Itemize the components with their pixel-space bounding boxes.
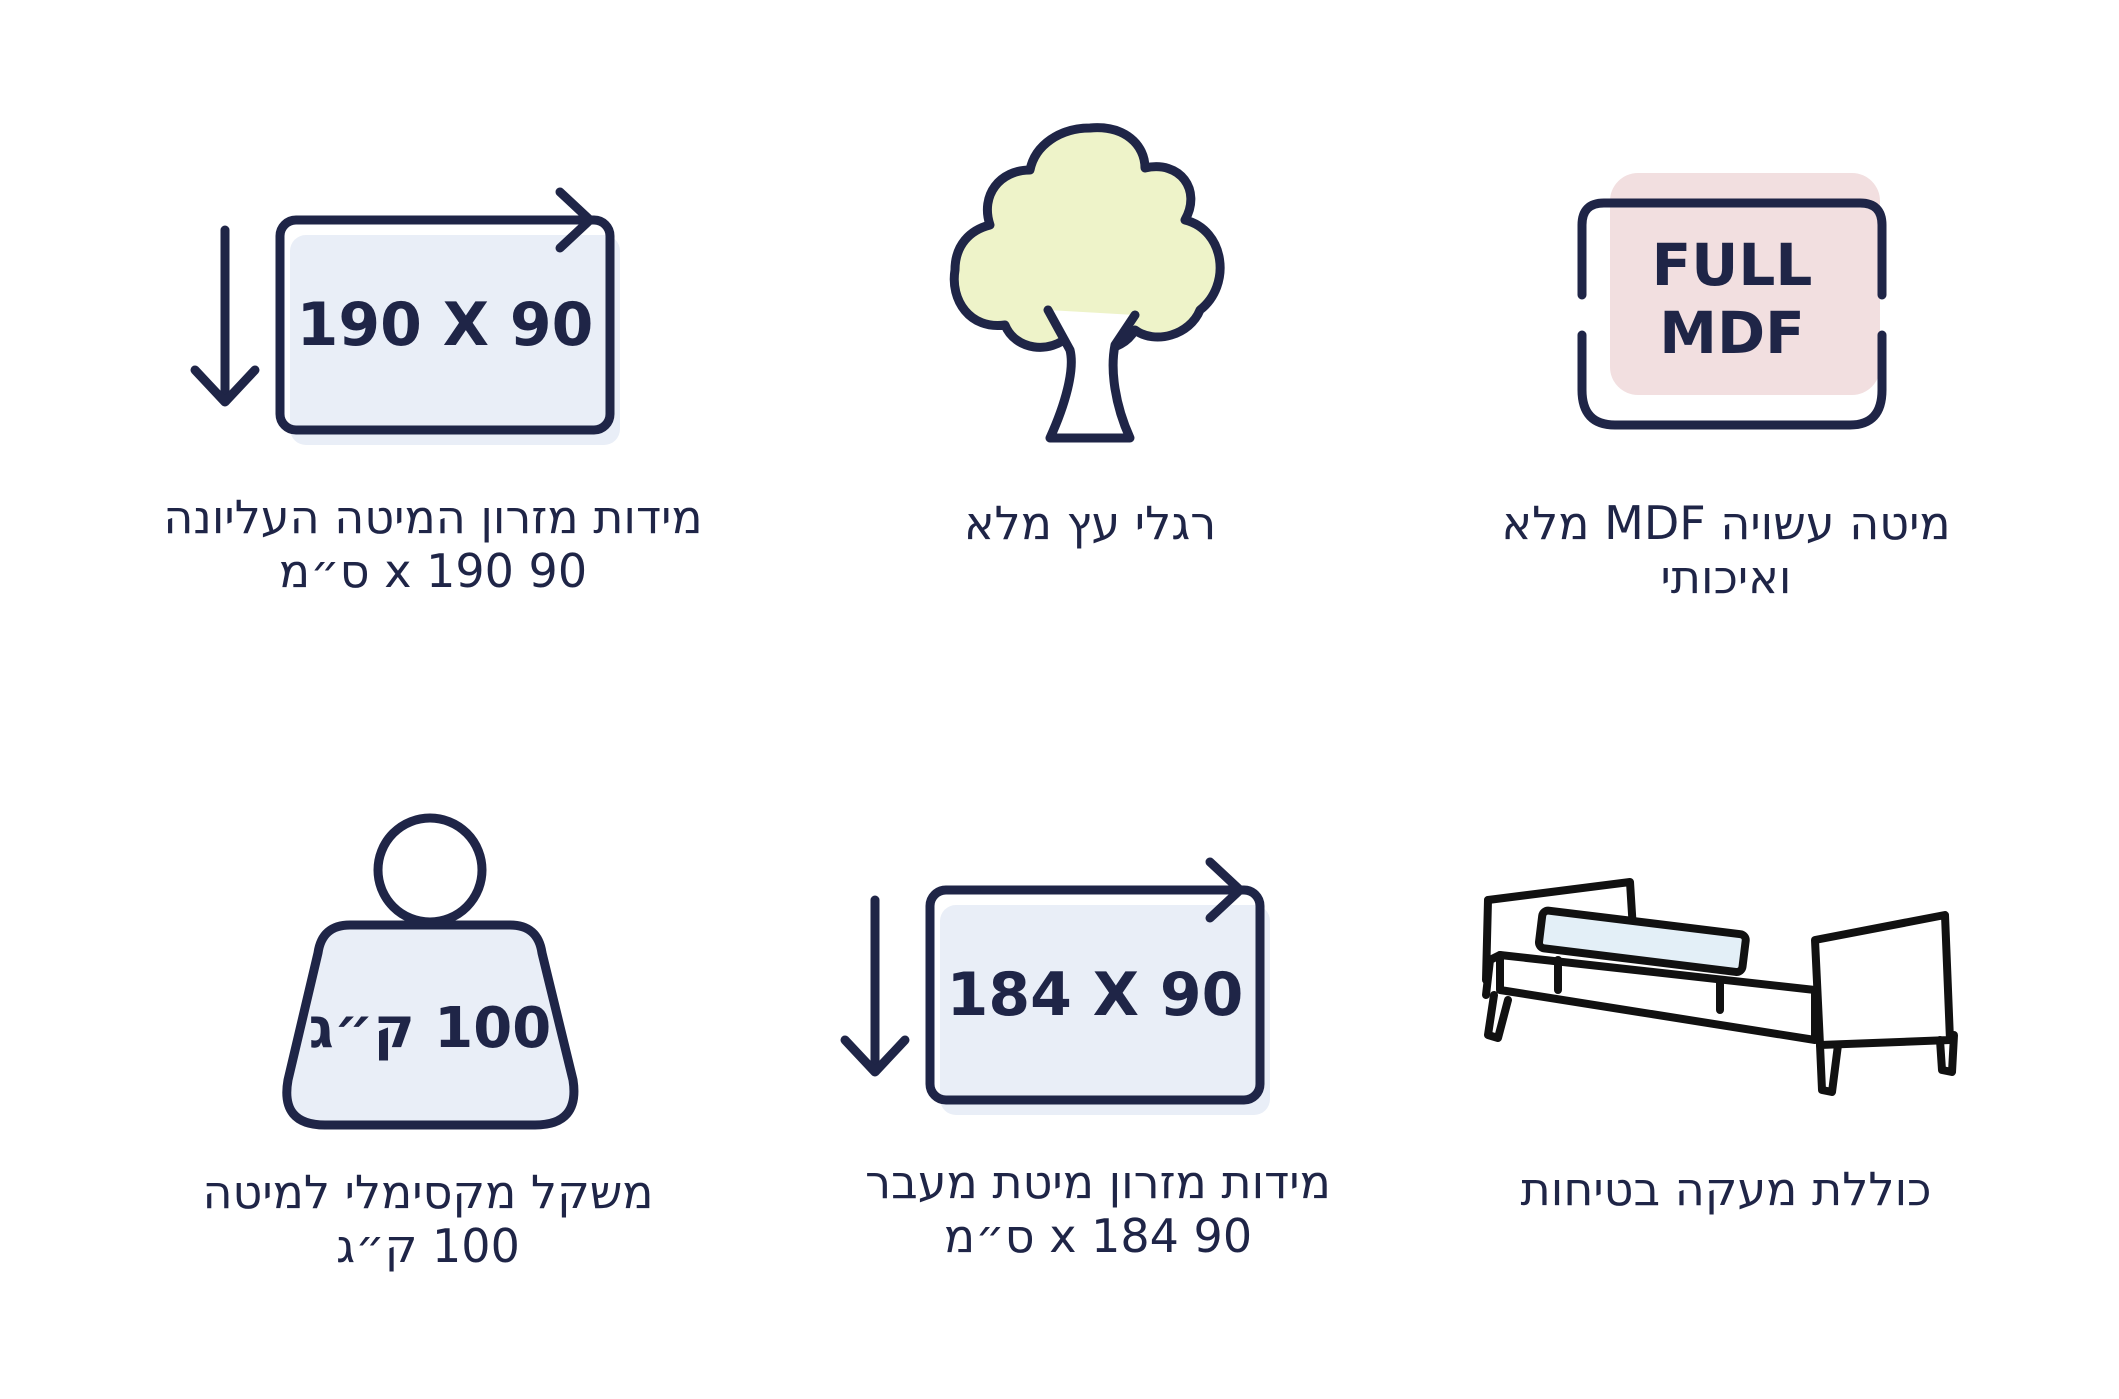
mattress-size-label: 184 X 90 [947, 960, 1244, 1030]
caption-rail-line1: כוללת מעקה בטיחות [1520, 1162, 1932, 1216]
caption-weight-line1: משקל מקסימלי למיטה [202, 1165, 654, 1219]
mdf-label-mdf: MDF [1659, 299, 1804, 367]
mattress-size-icon: 184 X 90 [840, 857, 1270, 1115]
caption-tree: רגלי עץ מלא [740, 496, 1440, 550]
mdf-label-full: FULL [1652, 231, 1813, 299]
caption-upper-mattress-line2: 90 x 190 ס״מ [278, 544, 588, 598]
caption-weight: משקל מקסימלי למיטה 100 ק״ג [78, 1165, 778, 1273]
mattress-size-label: 190 X 90 [297, 290, 594, 360]
weight-icon: 100 ק״ג [282, 813, 579, 1130]
caption-upper-mattress: מידות מזרון המיטה העליונה 90 x 190 ס״מ [83, 490, 783, 598]
tree-icon [949, 123, 1225, 443]
caption-mdf: מיטה עשויה MDF מלא ואיכותי [1376, 496, 2076, 604]
caption-mdf-line1: מיטה עשויה MDF מלא [1501, 496, 1951, 550]
mdf-frame-icon: FULL MDF [1577, 173, 1887, 430]
caption-trundle-mattress-line1: מידות מזרון מיטת מעבר [865, 1155, 1331, 1209]
caption-upper-mattress-line1: מידות מזרון המיטה העליונה [163, 490, 703, 544]
bed-rail-icon [1482, 878, 1958, 1096]
caption-weight-line2: 100 ק״ג [336, 1219, 520, 1273]
caption-trundle-mattress: מידות מזרון מיטת מעבר 90 x 184 ס״מ [748, 1155, 1448, 1263]
mattress-size-icon: 190 X 90 [190, 187, 620, 445]
caption-trundle-mattress-line2: 90 x 184 ס״מ [943, 1209, 1253, 1263]
weight-label: 100 ק״ג [309, 996, 551, 1061]
caption-tree-line1: רגלי עץ מלא [963, 496, 1217, 550]
caption-mdf-line2: ואיכותי [1660, 550, 1792, 604]
caption-rail: כוללת מעקה בטיחות [1376, 1162, 2076, 1216]
